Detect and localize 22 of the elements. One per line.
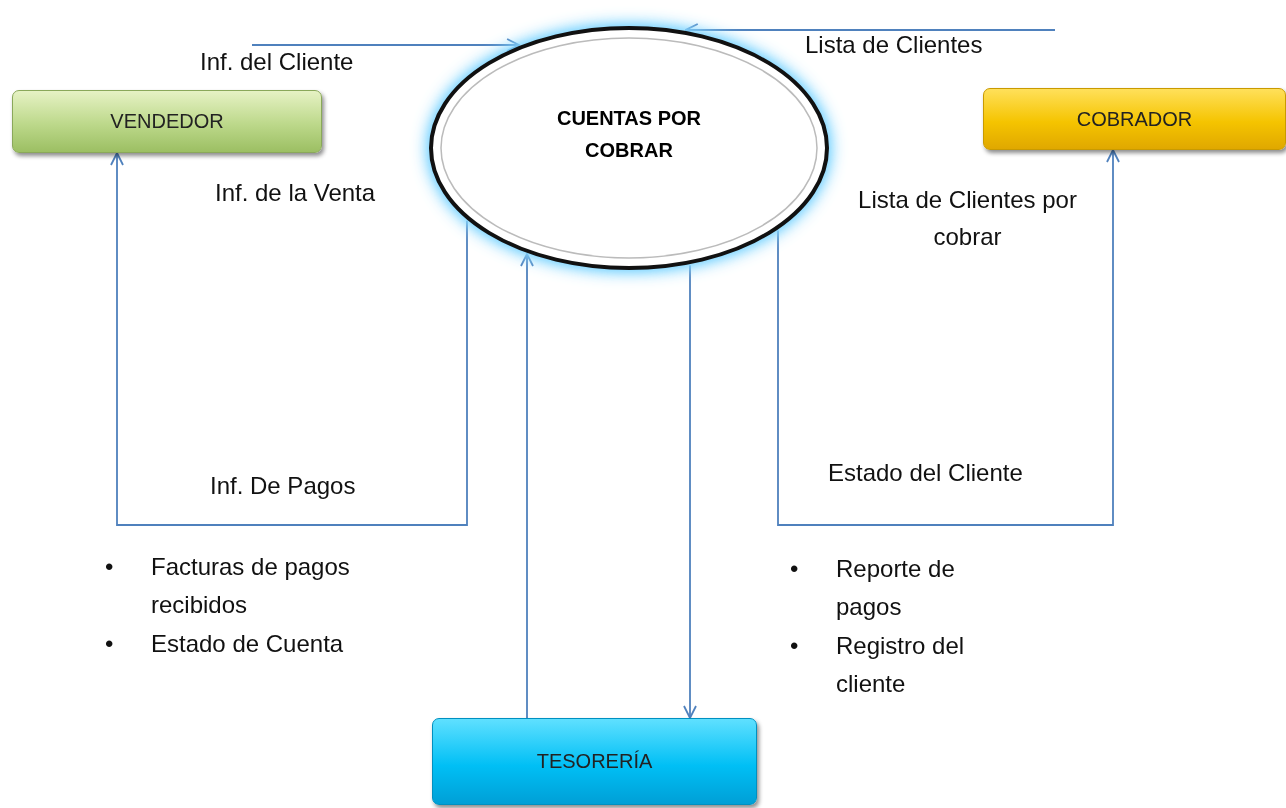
bullet: •	[105, 552, 115, 582]
bullet: •	[790, 554, 800, 584]
actor-box	[12, 90, 322, 153]
bullet: •	[790, 630, 800, 661]
arrow	[520, 253, 534, 719]
node-label: TESORERÍA	[536, 750, 653, 773]
flow-label: Inf. de la Venta	[215, 178, 376, 208]
bullet-text: Estado de Cuenta	[151, 628, 345, 659]
flow-label: Lista de Clientes por cobrar	[857, 185, 1078, 253]
department-box	[432, 718, 757, 805]
bullet: •	[105, 628, 115, 659]
arrow	[110, 152, 468, 526]
arrow	[683, 264, 697, 719]
bullet-text: Registro del cliente	[836, 630, 966, 700]
node-label: COBRADOR	[1076, 107, 1193, 131]
actor-box	[983, 88, 1286, 150]
arrow	[251, 38, 521, 52]
node-label: CUENTAS POR COBRAR	[555, 106, 703, 163]
bullet-text: Facturas de pagos recibidos	[151, 552, 351, 621]
bullet-text: Reporte de pagos	[836, 554, 956, 623]
node-label: VENDEDOR	[110, 110, 224, 133]
arrow	[777, 149, 1120, 526]
